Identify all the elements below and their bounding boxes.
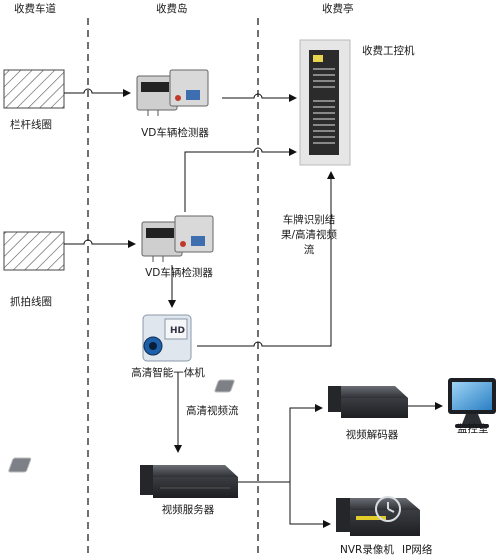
monitor-room-label: 监控室 — [457, 423, 489, 435]
edge-detector1-pc — [222, 93, 297, 102]
nvr-icon — [336, 496, 420, 536]
edge-barrier-coil — [64, 88, 131, 97]
video-server-label: 视频服务器 — [161, 504, 215, 516]
plate-result-label: 车牌识别结果/高清视频流 — [280, 214, 338, 256]
hd-camera-label: 高清智能一体机 — [131, 367, 205, 379]
barrier-coil-icon — [3, 69, 65, 109]
zone-lane-title: 收费车道 — [14, 3, 56, 15]
video-decoder-icon — [214, 379, 408, 418]
vd-detector-1-icon — [136, 69, 209, 116]
vd-detector-2-label: VD车辆检测器 — [145, 267, 213, 279]
hd-camera-icon: HD — [142, 314, 192, 362]
barrier-coil-label: 栏杆线圈 — [10, 119, 52, 131]
edge-to-decoder — [289, 404, 323, 482]
vd-detector-1-label: VD车辆检测器 — [141, 127, 209, 139]
video-server-icon — [8, 457, 238, 498]
zone-booth-title: 收费亭 — [322, 3, 354, 15]
video-decoder-label: 视频解码器 — [345, 429, 399, 441]
zone-island-title: 收费岛 — [156, 3, 188, 15]
hd-stream-label: 高清视频流 — [186, 405, 239, 417]
edge-to-nvr — [289, 482, 331, 528]
edge-capture-coil — [64, 239, 136, 248]
monitor-icon — [448, 378, 496, 428]
nvr-label: NVR录像机 — [340, 544, 394, 556]
svg-text:HD: HD — [170, 326, 185, 336]
ip-network-label: IP网络 — [402, 544, 433, 556]
edge-detector2-pc — [184, 147, 297, 212]
capture-coil-label: 抓拍线圈 — [10, 296, 52, 308]
vd-detector-2-icon — [141, 215, 214, 262]
edge-camera-pc — [197, 171, 335, 347]
toll-pc-icon — [299, 39, 351, 166]
toll-pc-label: 收费工控机 — [362, 45, 415, 57]
capture-coil-icon — [3, 231, 65, 271]
